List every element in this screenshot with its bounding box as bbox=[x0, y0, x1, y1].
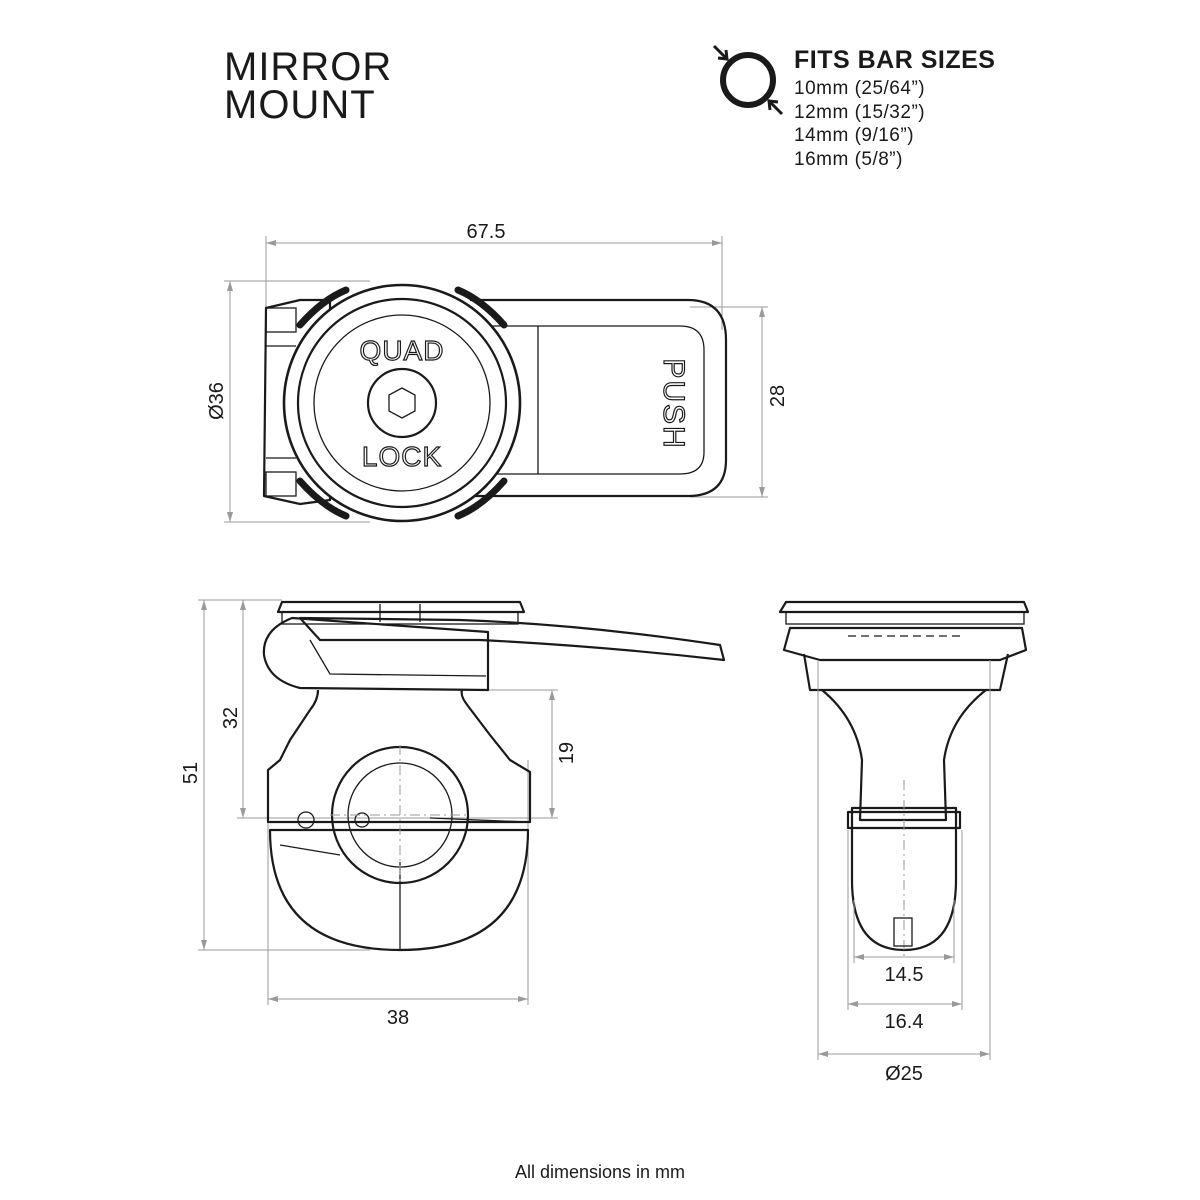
bar-size-item: 12mm (15/32”) bbox=[794, 101, 926, 123]
side-total-height-dimension bbox=[198, 599, 370, 951]
dim-front-outer: Ø25 bbox=[885, 1063, 923, 1085]
side-clamp-bowl bbox=[268, 828, 530, 952]
side-width-dimension bbox=[267, 760, 529, 1005]
page-title: MIRROR MOUNT bbox=[224, 45, 393, 127]
front-middle-dimension bbox=[847, 830, 963, 1010]
push-lever-outline bbox=[470, 298, 728, 498]
top-diameter-dimension bbox=[224, 280, 370, 523]
push-lever-inner-outline bbox=[480, 325, 705, 475]
dim-top-width: 67.5 bbox=[467, 221, 506, 243]
hex-bolt-icon bbox=[388, 387, 416, 419]
grip-slots bbox=[296, 286, 508, 520]
dim-top-height: 28 bbox=[767, 385, 789, 407]
dim-front-inner: 14.5 bbox=[885, 964, 924, 986]
dim-side-clamp-height: 19 bbox=[556, 742, 578, 764]
title-line-1: MIRROR bbox=[224, 45, 393, 89]
dim-top-diameter: Ø36 bbox=[206, 382, 228, 420]
mount-head bbox=[282, 283, 522, 523]
title-line-2: MOUNT bbox=[224, 83, 376, 127]
bar-diameter-icon bbox=[712, 44, 784, 116]
brand-lock: LOCK bbox=[362, 441, 442, 472]
top-width-dimension bbox=[265, 236, 723, 330]
dim-front-middle: 16.4 bbox=[885, 1011, 924, 1033]
bar-size-item: 16mm (5/8”) bbox=[794, 148, 903, 170]
dim-side-upper-height: 32 bbox=[220, 707, 242, 729]
push-label: PUSH bbox=[657, 358, 690, 449]
side-view: 51 32 19 38 bbox=[180, 599, 726, 1029]
footer-note: All dimensions in mm bbox=[514, 1162, 686, 1182]
bar-size-item: 10mm (25/64”) bbox=[794, 78, 926, 99]
bar-size-item: 14mm (9/16”) bbox=[794, 125, 915, 146]
top-height-dimension bbox=[690, 306, 768, 498]
brand-quad: QUAD bbox=[360, 335, 445, 366]
side-upper-height-dimension bbox=[237, 600, 470, 819]
side-lever bbox=[298, 616, 726, 662]
front-outer-dimension bbox=[817, 660, 991, 1060]
dim-side-total-height: 51 bbox=[180, 762, 202, 784]
bar-sizes-panel: FITS BAR SIZES 10mm (25/64”) 12mm (15/32… bbox=[794, 46, 995, 171]
bar-sizes-heading: FITS BAR SIZES bbox=[794, 46, 996, 74]
side-clamp-height-dimension bbox=[460, 689, 558, 819]
top-view: QUAD LOCK PUSH 67.5 Ø36 28 bbox=[206, 221, 789, 523]
front-inner-dimension bbox=[853, 900, 955, 963]
dim-side-width: 38 bbox=[387, 1007, 409, 1029]
front-view: 14.5 16.4 Ø25 bbox=[778, 600, 1030, 1085]
